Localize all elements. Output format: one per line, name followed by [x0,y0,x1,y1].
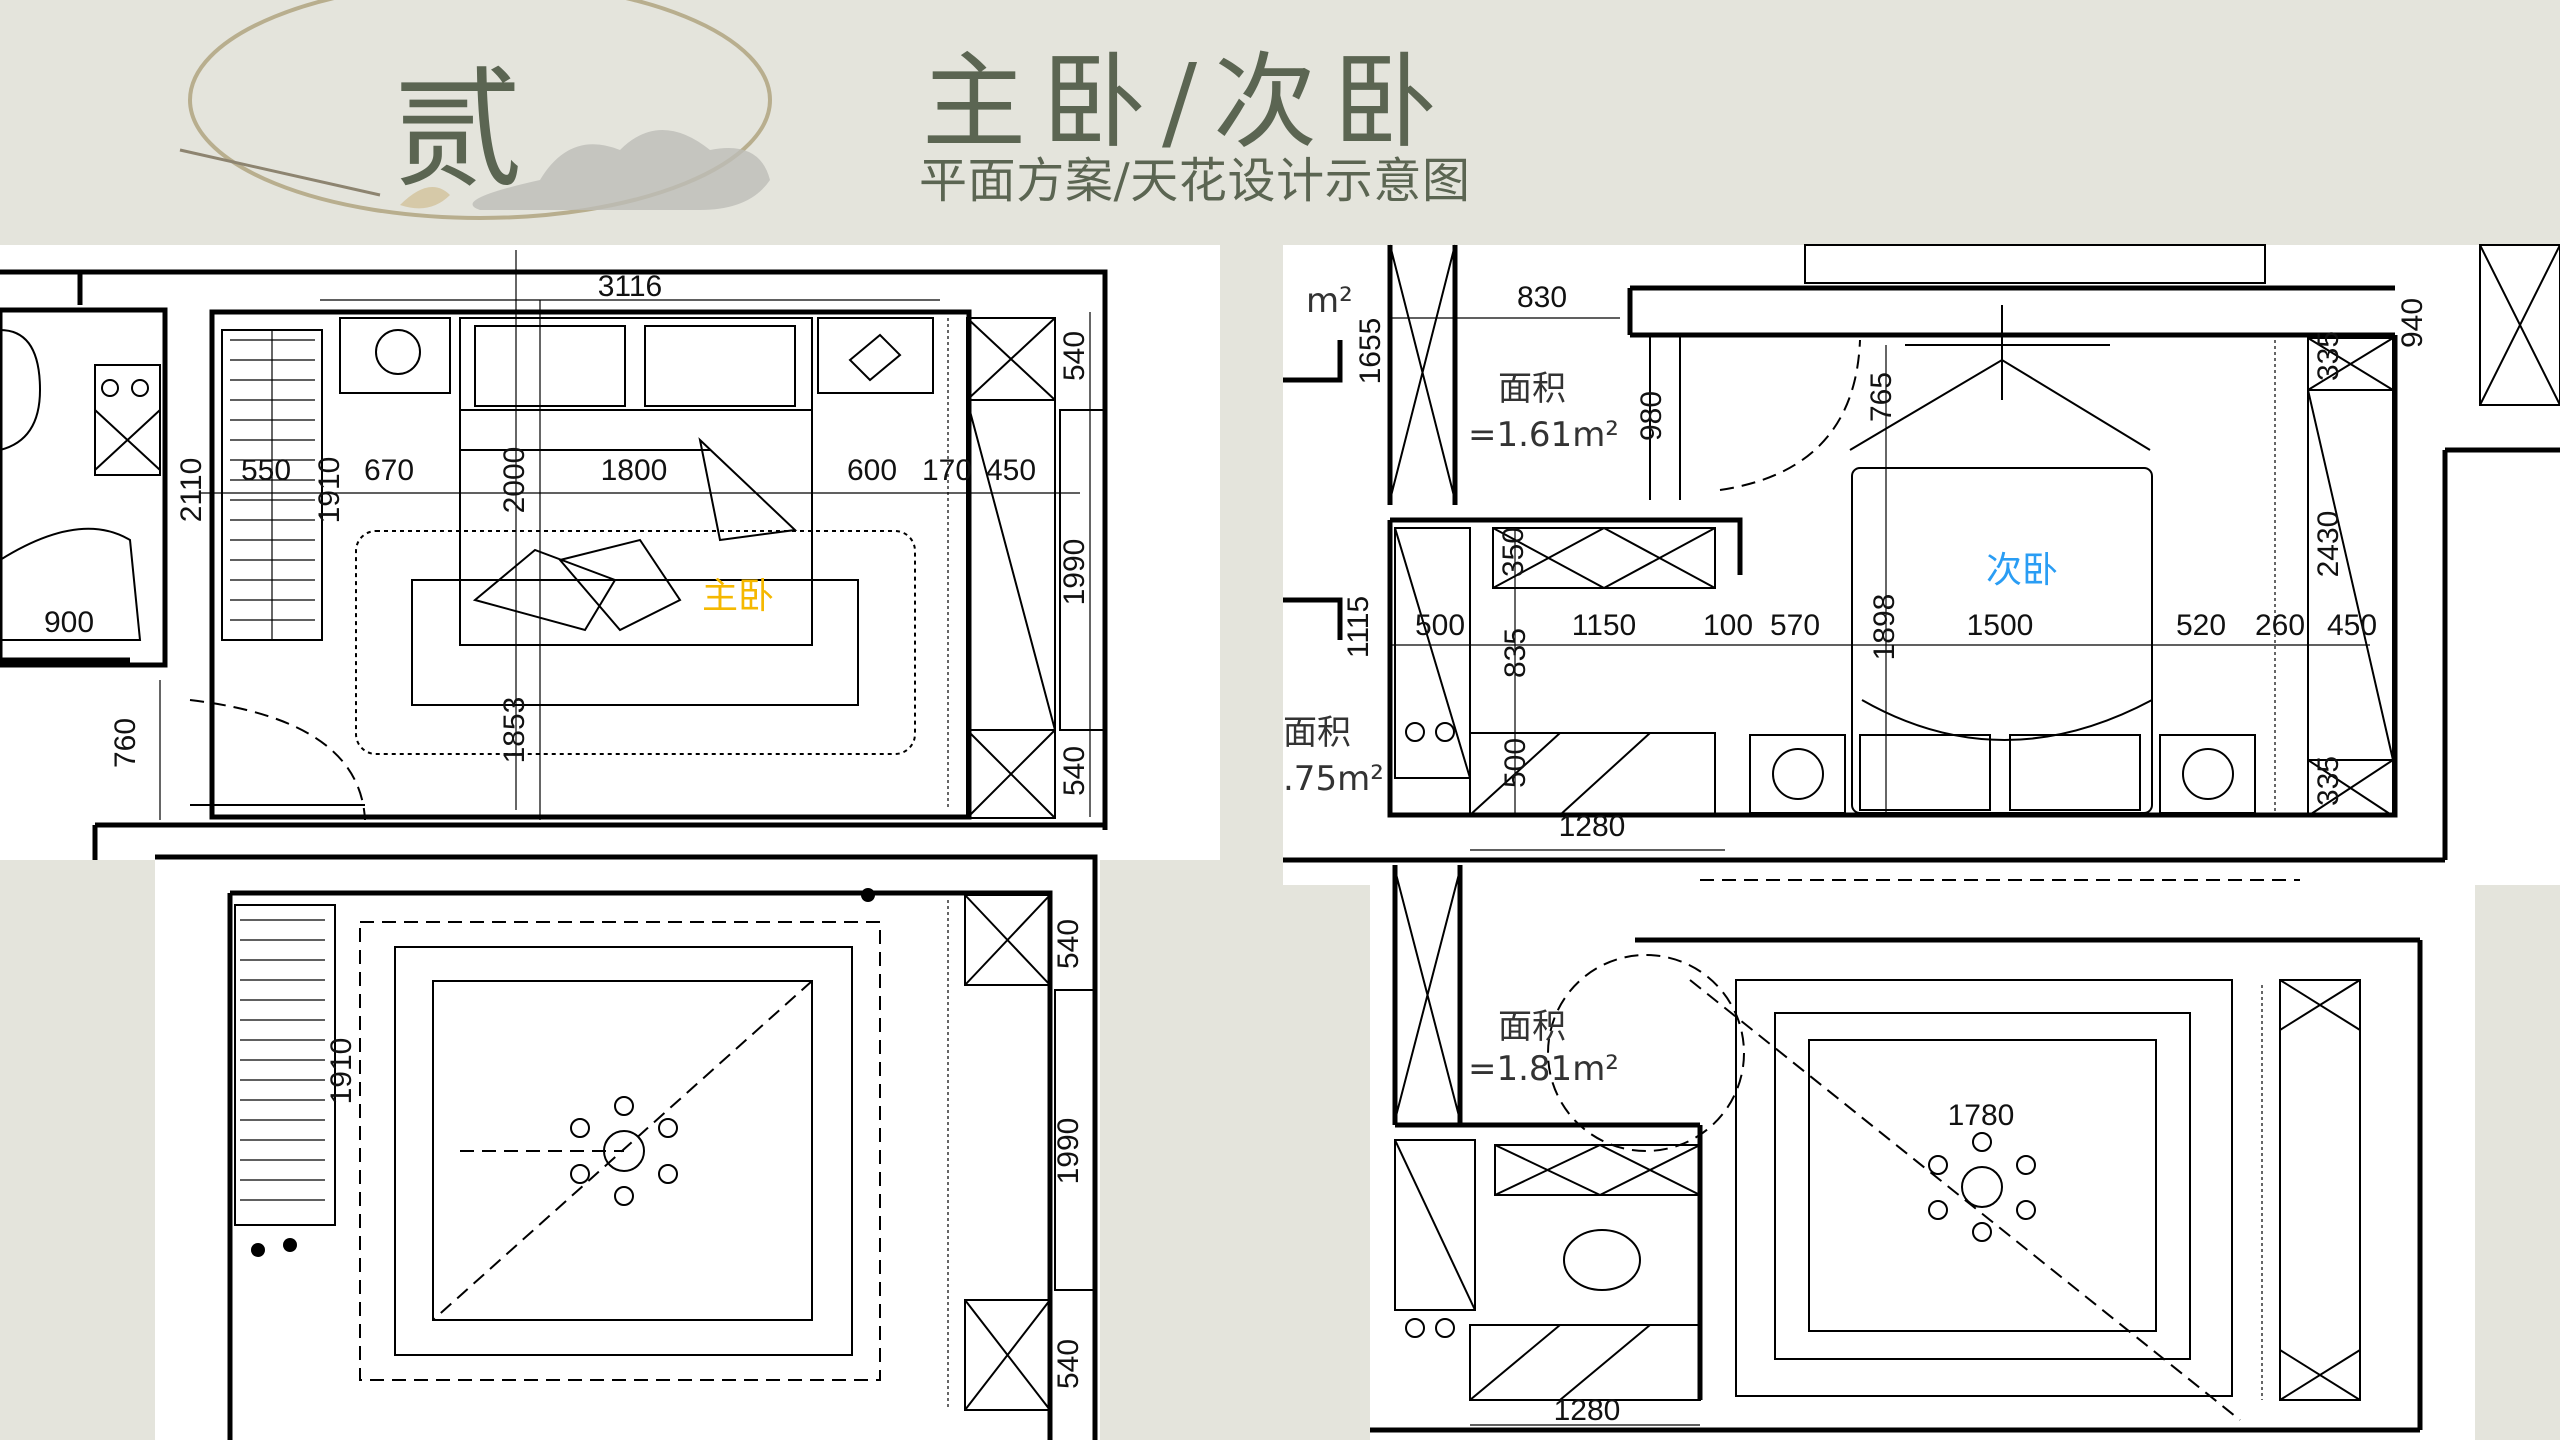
dim-label: 1780 [1948,1099,2015,1132]
dim-label: 350 [1497,527,1530,577]
phone-icon [848,333,902,382]
dim-label: 980 [1635,391,1668,441]
area-value: =1.81m² [1468,1049,1619,1089]
dim-label: 170 [922,454,972,487]
section-numeral: 贰 [393,54,523,206]
master-bedroom-floor-plan: 3116 550 1910 670 2000 1800 600 170 450 … [0,245,1220,860]
room-label-master-bedroom: 主卧 [702,576,774,617]
master-bedroom-ceiling-plan: 540 1910 1990 540 [155,854,1100,1440]
dim-label: 540 [1052,919,1085,969]
chandelier-icon [570,1096,678,1206]
dim-label: 760 [109,718,142,768]
dim-label: 835 [1499,628,1532,678]
dim-label: 1898 [1868,594,1901,661]
dim-label: 335 [2312,756,2345,806]
lamp-icon [375,329,421,375]
area-value: .75m² [1283,759,1384,799]
dim-label: 1910 [325,1038,358,1105]
dim-label: 1280 [1554,1394,1621,1427]
dim-label: 1990 [1058,539,1091,606]
dim-label: 2000 [498,447,531,514]
dim-label: 540 [1058,331,1091,381]
area-label: 面积 [1498,369,1566,409]
dim-label: 1853 [498,697,531,764]
chandelier-icon [1928,1132,2036,1242]
dim-label: 1280 [1559,810,1626,843]
dim-label: 550 [241,454,291,487]
dim-label: 900 [44,606,94,639]
dim-label: 1990 [1052,1118,1085,1185]
dim-label: 260 [2255,609,2305,642]
dim-label: 765 [1865,372,1898,422]
cloud-icon [472,130,770,210]
second-bedroom-floor-plan: m² 830 1655 面积 =1.61m² 980 765 940 335 3… [1283,244,2560,885]
dim-label: 830 [1517,281,1567,314]
dim-label: 940 [2396,298,2429,348]
dim-label: 1910 [313,457,346,524]
dim-label: 335 [2312,331,2345,381]
page-subtitle: 平面方案/天花设计示意图 [919,153,1470,209]
dim-label: 1150 [1572,609,1637,642]
page-title: 主卧/次卧 [922,41,1437,163]
dim-label: 1655 [1354,318,1387,385]
partial-area-unit: m² [1306,281,1353,321]
dim-label: 1800 [601,454,668,487]
dim-label: 500 [1499,738,1532,788]
second-bedroom-ceiling-plan: 面积 =1.81m² 1780 1280 [1370,865,2475,1440]
area-label: 面积 [1283,713,1351,753]
dim-label: 3116 [598,270,663,303]
hangers [230,330,315,640]
dim-label: 670 [364,454,414,487]
dim-label: 540 [1058,746,1091,796]
dim-label: 2430 [2312,511,2345,578]
decorative-circle-emblem [179,0,772,220]
dim-label: 100 [1703,609,1753,642]
dim-label: 500 [1415,609,1465,642]
dim-label: 1500 [1967,609,2034,642]
dim-label: 1115 [1342,596,1375,658]
dim-label: 450 [2327,609,2377,642]
dim-label: 520 [2176,609,2226,642]
dim-label: 540 [1052,1339,1085,1389]
area-value: =1.61m² [1468,415,1619,455]
lamp-icon [1772,748,1824,800]
dim-label: 450 [986,454,1036,487]
room-label-second-bedroom: 次卧 [1986,550,2058,591]
area-label: 面积 [1498,1007,1566,1047]
lamp-icon [2182,748,2234,800]
dim-label: 600 [847,454,897,487]
dim-label: 2110 [175,458,208,523]
dim-label: 570 [1770,609,1820,642]
leaf-icon [400,187,450,209]
